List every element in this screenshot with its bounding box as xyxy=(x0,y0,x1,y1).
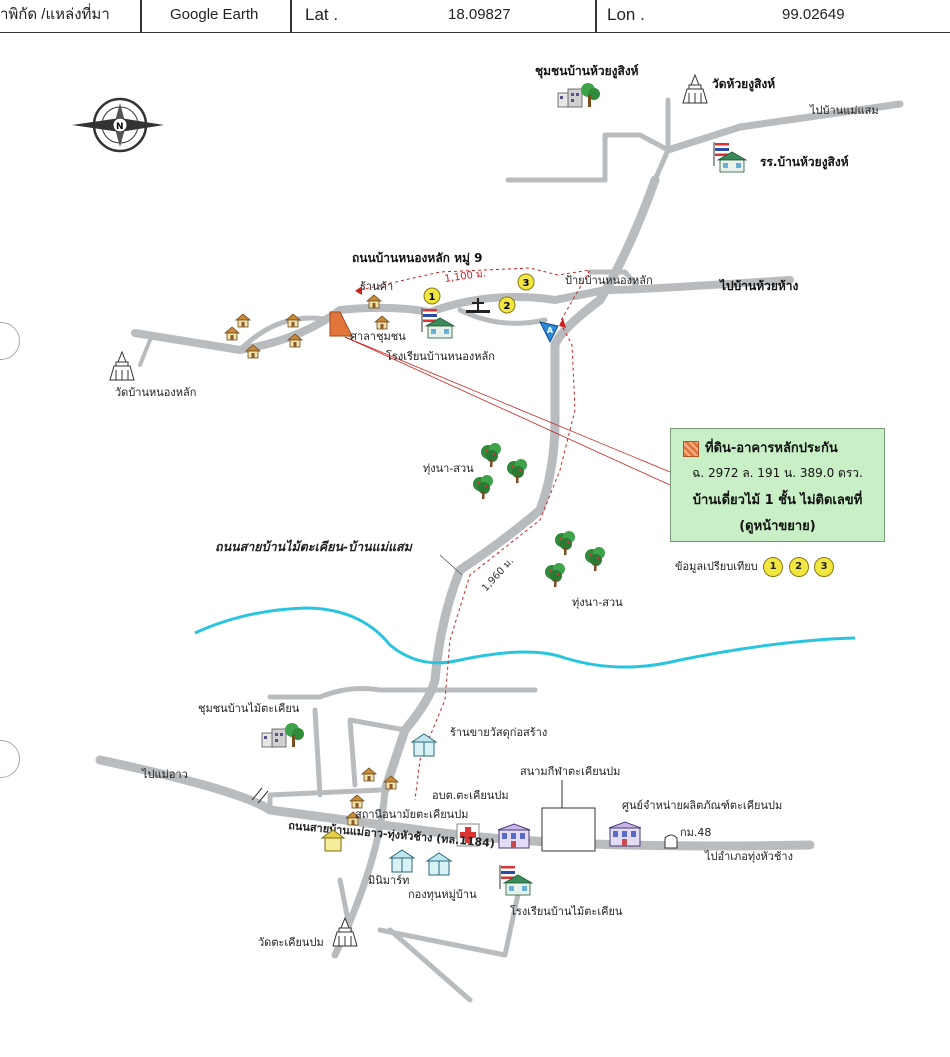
label-health-station: สถานีอนามัยตะเคียนปม xyxy=(355,808,468,821)
svg-text:A: A xyxy=(547,326,554,335)
coordinate-header: าพิกัด /แหล่งที่มา Google Earth Lat . 18… xyxy=(0,0,950,33)
store-icon xyxy=(389,849,415,873)
label-school-mai-takhian: โรงเรียนบ้านไม้ตะเคียน xyxy=(510,904,623,918)
community-icon xyxy=(557,82,601,108)
tree-icon xyxy=(481,443,501,467)
label-minimart: มินิมาร์ท xyxy=(368,874,409,887)
source-value: Google Earth xyxy=(170,6,259,23)
school-icon xyxy=(499,864,533,896)
marker-a: A xyxy=(539,321,559,344)
comparison-marker-3: 3 xyxy=(814,557,835,577)
marker-3: 3 xyxy=(517,273,535,291)
lon-label: Lon . xyxy=(607,5,645,24)
property-legend: ที่ดิน-อาคารหลักประกัน ฉ. 2972 ล. 191 น.… xyxy=(670,428,885,542)
divider xyxy=(290,0,292,32)
house-icon xyxy=(374,315,390,330)
tree-icon xyxy=(507,459,527,483)
river xyxy=(194,606,856,669)
label-stadium: สนามกีฬาตะเคียนปม xyxy=(520,765,620,778)
svg-text:1: 1 xyxy=(429,292,436,303)
house-icon xyxy=(224,326,240,341)
label-to-mae-saem: ไปบ้านแม่แสม xyxy=(809,104,879,117)
route-line xyxy=(359,267,591,801)
school-icon xyxy=(713,141,747,173)
property-swatch-icon xyxy=(683,441,699,457)
svg-text:2: 2 xyxy=(504,301,511,312)
label-main-road: ถนนสายบ้านไม้ตะเคียน-บ้านแม่แสม xyxy=(215,539,414,554)
office-icon xyxy=(608,821,642,847)
store-icon xyxy=(426,852,452,876)
label-village-fund: กองทุนหมู่บ้าน xyxy=(408,888,477,901)
house-icon xyxy=(285,313,301,328)
label-to-thung-hua-chang: ไปอำเภอทุ่งหัวช้าง xyxy=(704,850,793,863)
label-wat-huai-ngu-sing: วัดห้วยงูสิงห์ xyxy=(712,77,775,92)
office-icon xyxy=(497,823,531,849)
label-to-mae-ao: ไปแม่อาว xyxy=(141,768,188,781)
stadium-area xyxy=(541,807,596,852)
divider xyxy=(595,0,597,32)
label-field-garden: ทุ่งนา-สวน xyxy=(572,596,623,609)
label-wat-nong-lak: วัดบ้านหนองหลัก xyxy=(115,386,196,399)
shrine-icon xyxy=(320,829,346,852)
temple-icon xyxy=(682,74,708,104)
community-icon xyxy=(261,722,305,748)
label-km48: กม.48 xyxy=(680,826,711,839)
compass-north-label: N xyxy=(116,122,124,132)
comparison-label: ข้อมูลเปรียบเทียบ xyxy=(675,560,758,573)
house-icon xyxy=(349,794,365,809)
lat-value: 18.09827 xyxy=(448,6,511,23)
marker-1: 1 xyxy=(423,287,441,305)
label-school-huai-ngu-sing: รร.บ้านห้วยงูสิงห์ xyxy=(760,155,849,170)
label-sao-takhian-pom: อบต.ตะเคียนปม xyxy=(432,789,509,802)
lon-value: 99.02649 xyxy=(782,6,845,23)
label-distance-1960: 1,960 ม. xyxy=(480,556,516,594)
road-network xyxy=(95,97,904,1003)
tree-icon xyxy=(473,475,493,499)
store-icon xyxy=(411,733,437,757)
marker-2: 2 xyxy=(498,296,516,314)
property-parcel xyxy=(329,311,353,337)
legend-deed: ฉ. 2972 ล. 191 น. 389.0 ตรว. xyxy=(692,466,863,480)
svg-text:3: 3 xyxy=(523,278,530,289)
label-community-hall: ศาลาชุมชน xyxy=(350,330,406,343)
legend-house: บ้านเดี่ยวไม้ 1 ชั้น ไม่ติดเลขที่ xyxy=(692,493,863,508)
label-sign-nong-lak: ป้ายบ้านหนองหลัก xyxy=(565,274,653,287)
label-product-center: ศูนย์จำหน่ายผลิตภัณฑ์ตะเคียนปม xyxy=(622,799,782,812)
legend-title: ที่ดิน-อาคารหลักประกัน xyxy=(705,441,838,456)
milestone-icon xyxy=(664,834,678,849)
label-nong-lak-road: ถนนบ้านหนองหลัก หมู่ 9 xyxy=(352,251,482,266)
compass-rose-icon: N xyxy=(72,97,164,153)
tree-icon xyxy=(545,563,565,587)
label-community-huai-ngu-sing: ชุมชนบ้านห้วยงูสิงห์ xyxy=(535,64,639,79)
legend-note: (ดูหน้าขยาย) xyxy=(739,519,816,534)
comparison-marker-2: 2 xyxy=(788,557,809,577)
comparison-legend: ข้อมูลเปรียบเทียบ 1 2 3 xyxy=(675,557,835,577)
comparison-marker-1: 1 xyxy=(763,557,784,577)
house-icon xyxy=(235,313,251,328)
lat-label: Lat . xyxy=(305,5,339,24)
divider xyxy=(140,0,142,32)
label-shop: ร้านค้า xyxy=(360,280,393,293)
church-icon xyxy=(466,298,490,313)
label-distance-1100: 1,100 ม. xyxy=(444,268,487,285)
tree-icon xyxy=(555,531,575,555)
label-community-mai-takhian: ชุมชนบ้านไม้ตะเคียน xyxy=(198,702,300,715)
label-wat-takhian-pom: วัดตะเคียนปม xyxy=(258,936,324,949)
tree-icon xyxy=(585,547,605,571)
label-field-garden: ทุ่งนา-สวน xyxy=(423,462,474,475)
house-icon xyxy=(361,767,377,782)
hospital-icon xyxy=(456,823,480,847)
label-to-huai-hang: ไปบ้านห้วยห้าง xyxy=(718,278,799,293)
house-icon xyxy=(366,294,382,309)
label-school-nong-lak: โรงเรียนบ้านหนองหลัก xyxy=(386,349,495,363)
label-construction-store: ร้านขายวัสดุก่อสร้าง xyxy=(450,726,547,739)
source-label: าพิกัด /แหล่งที่มา xyxy=(0,6,110,23)
temple-icon xyxy=(109,351,135,381)
